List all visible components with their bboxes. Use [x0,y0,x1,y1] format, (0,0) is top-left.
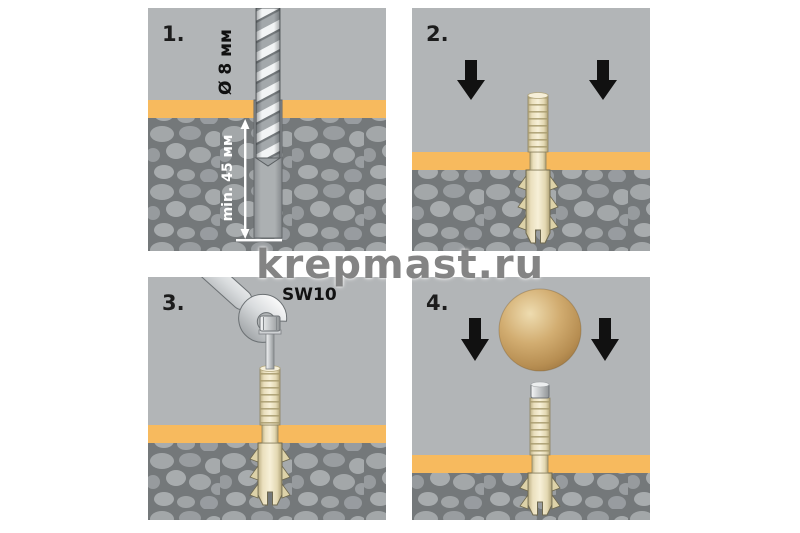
drill-bit-icon [254,8,282,167]
down-arrow-right [589,60,617,100]
step-2-panel: 2. [412,8,650,251]
dowel-anchor-icon [517,92,559,244]
plaster-layer [412,455,650,473]
watermark: krepmast.ru [255,242,545,288]
depth-label: min. 45 мм [220,134,236,222]
step-1-panel: 1. Ø 8 мм min. 45 мм [148,8,386,251]
step-number: 2. [426,22,449,46]
depth-dimension-arrow [236,119,282,242]
step-4-panel: 4. [412,277,650,520]
down-arrow-right [591,318,619,361]
wrench-icon [148,277,288,343]
step-number: 3. [162,291,185,315]
step-2-graphic [412,8,650,251]
ball-knob-icon [498,288,582,372]
diameter-label: Ø 8 мм [216,29,236,95]
screw-icon [258,315,282,370]
step-number: 4. [426,291,449,315]
down-arrow-left [457,60,485,100]
screw-head-icon [530,381,550,399]
step-3-graphic [148,277,386,520]
down-arrows [457,60,617,100]
down-arrows [461,318,619,361]
step-number: 1. [162,22,185,46]
wrench-size-label: SW10 [282,285,337,305]
dowel-anchor-icon [249,365,291,506]
step-4-graphic [412,277,650,520]
down-arrow-left [461,318,489,361]
step-3-panel: 3. SW10 [148,277,386,520]
dowel-anchor-icon [519,397,561,516]
step-1-graphic [148,8,386,251]
